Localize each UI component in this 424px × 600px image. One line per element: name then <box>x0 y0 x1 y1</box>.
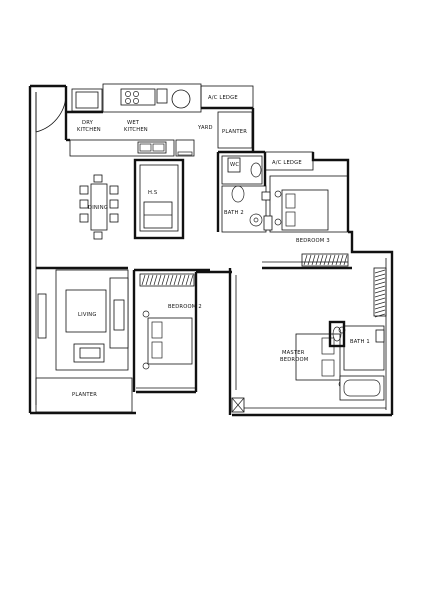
wardrobe-hatch <box>161 274 166 286</box>
wardrobe-hatch <box>307 254 312 266</box>
label-wc: WC <box>230 162 239 168</box>
label-bath1: BATH 1 <box>350 339 370 345</box>
wardrobe-hatch <box>141 274 146 286</box>
bedroom2-bed <box>142 310 193 370</box>
wardrobe-hatch <box>185 274 190 286</box>
wardrobe-hatch <box>323 254 328 266</box>
label-bedroom3: BEDROOM 3 <box>296 238 330 244</box>
service-shaft <box>231 397 245 413</box>
wardrobe-hatch <box>311 254 316 266</box>
wardrobe-hatch <box>303 254 308 266</box>
label-dry-kitchen-1: DRY <box>82 120 94 126</box>
entrance-door <box>35 92 67 133</box>
kitchen-fixtures <box>69 88 195 157</box>
wardrobe-hatch <box>374 309 386 314</box>
wardrobe-hatch <box>149 274 154 286</box>
wardrobe-hatch <box>374 277 386 282</box>
wardrobe-hatch <box>165 274 170 286</box>
wardrobe-hatch <box>339 254 344 266</box>
bath2-wc-fixtures <box>221 155 273 233</box>
wardrobe-hatch <box>189 274 194 286</box>
bath1-fixtures <box>328 320 385 401</box>
label-bath2: BATH 2 <box>224 210 244 216</box>
label-planter-bottom: PLANTER <box>72 392 97 398</box>
wardrobe-hatch <box>331 254 336 266</box>
wardrobe-hatch <box>177 274 182 286</box>
room-labels: A/C LEDGE DRY KITCHEN WET KITCHEN YARD P… <box>72 95 370 398</box>
wardrobe-hatch <box>343 254 348 266</box>
label-hs: H.S <box>148 190 157 196</box>
wardrobes <box>139 253 387 318</box>
wardrobe-hatch <box>173 274 178 286</box>
label-master-1: MASTER <box>282 350 305 356</box>
label-wet-kitchen-2: KITCHEN <box>124 127 148 133</box>
wardrobe-hatch <box>315 254 320 266</box>
wardrobe-hatch <box>374 289 386 294</box>
wardrobe-hatch <box>374 269 386 274</box>
label-yard: YARD <box>197 125 213 131</box>
label-master-2: BEDROOM <box>280 357 308 363</box>
wardrobe-hatch <box>335 254 340 266</box>
wardrobe-hatch <box>169 274 174 286</box>
wardrobe-hatch <box>374 273 386 278</box>
wardrobe-hatch <box>153 274 158 286</box>
dining-table <box>79 174 119 240</box>
living-furniture <box>37 277 129 363</box>
label-wet-kitchen-1: WET <box>127 120 140 126</box>
household-shelter <box>133 158 185 240</box>
label-planter-top: PLANTER <box>222 129 247 135</box>
bedroom3-bed <box>274 189 329 231</box>
wardrobe-hatch <box>374 305 386 310</box>
wardrobe-hatch <box>319 254 324 266</box>
wardrobe <box>139 273 195 287</box>
wardrobe-hatch <box>327 254 332 266</box>
master-bed <box>295 326 346 388</box>
wardrobe <box>301 253 349 267</box>
wardrobe-hatch <box>157 274 162 286</box>
wardrobe-hatch <box>374 313 386 318</box>
wardrobe-hatch <box>181 274 186 286</box>
label-living: LIVING <box>78 312 97 318</box>
wardrobe-hatch <box>145 274 150 286</box>
label-ac-ledge-mid: A/C LEDGE <box>272 160 302 166</box>
wardrobe-hatch <box>374 281 386 286</box>
label-dry-kitchen-2: KITCHEN <box>77 127 101 133</box>
wardrobe <box>373 267 387 317</box>
label-bedroom2: BEDROOM 2 <box>168 304 202 310</box>
exterior-walls <box>28 83 394 417</box>
label-ac-ledge-top: A/C LEDGE <box>208 95 238 101</box>
wardrobe-hatch <box>374 297 386 302</box>
wardrobe-hatch <box>374 293 386 298</box>
wardrobe-hatch <box>374 301 386 306</box>
label-dining: DINING <box>88 205 108 211</box>
wardrobe-hatch <box>374 285 386 290</box>
